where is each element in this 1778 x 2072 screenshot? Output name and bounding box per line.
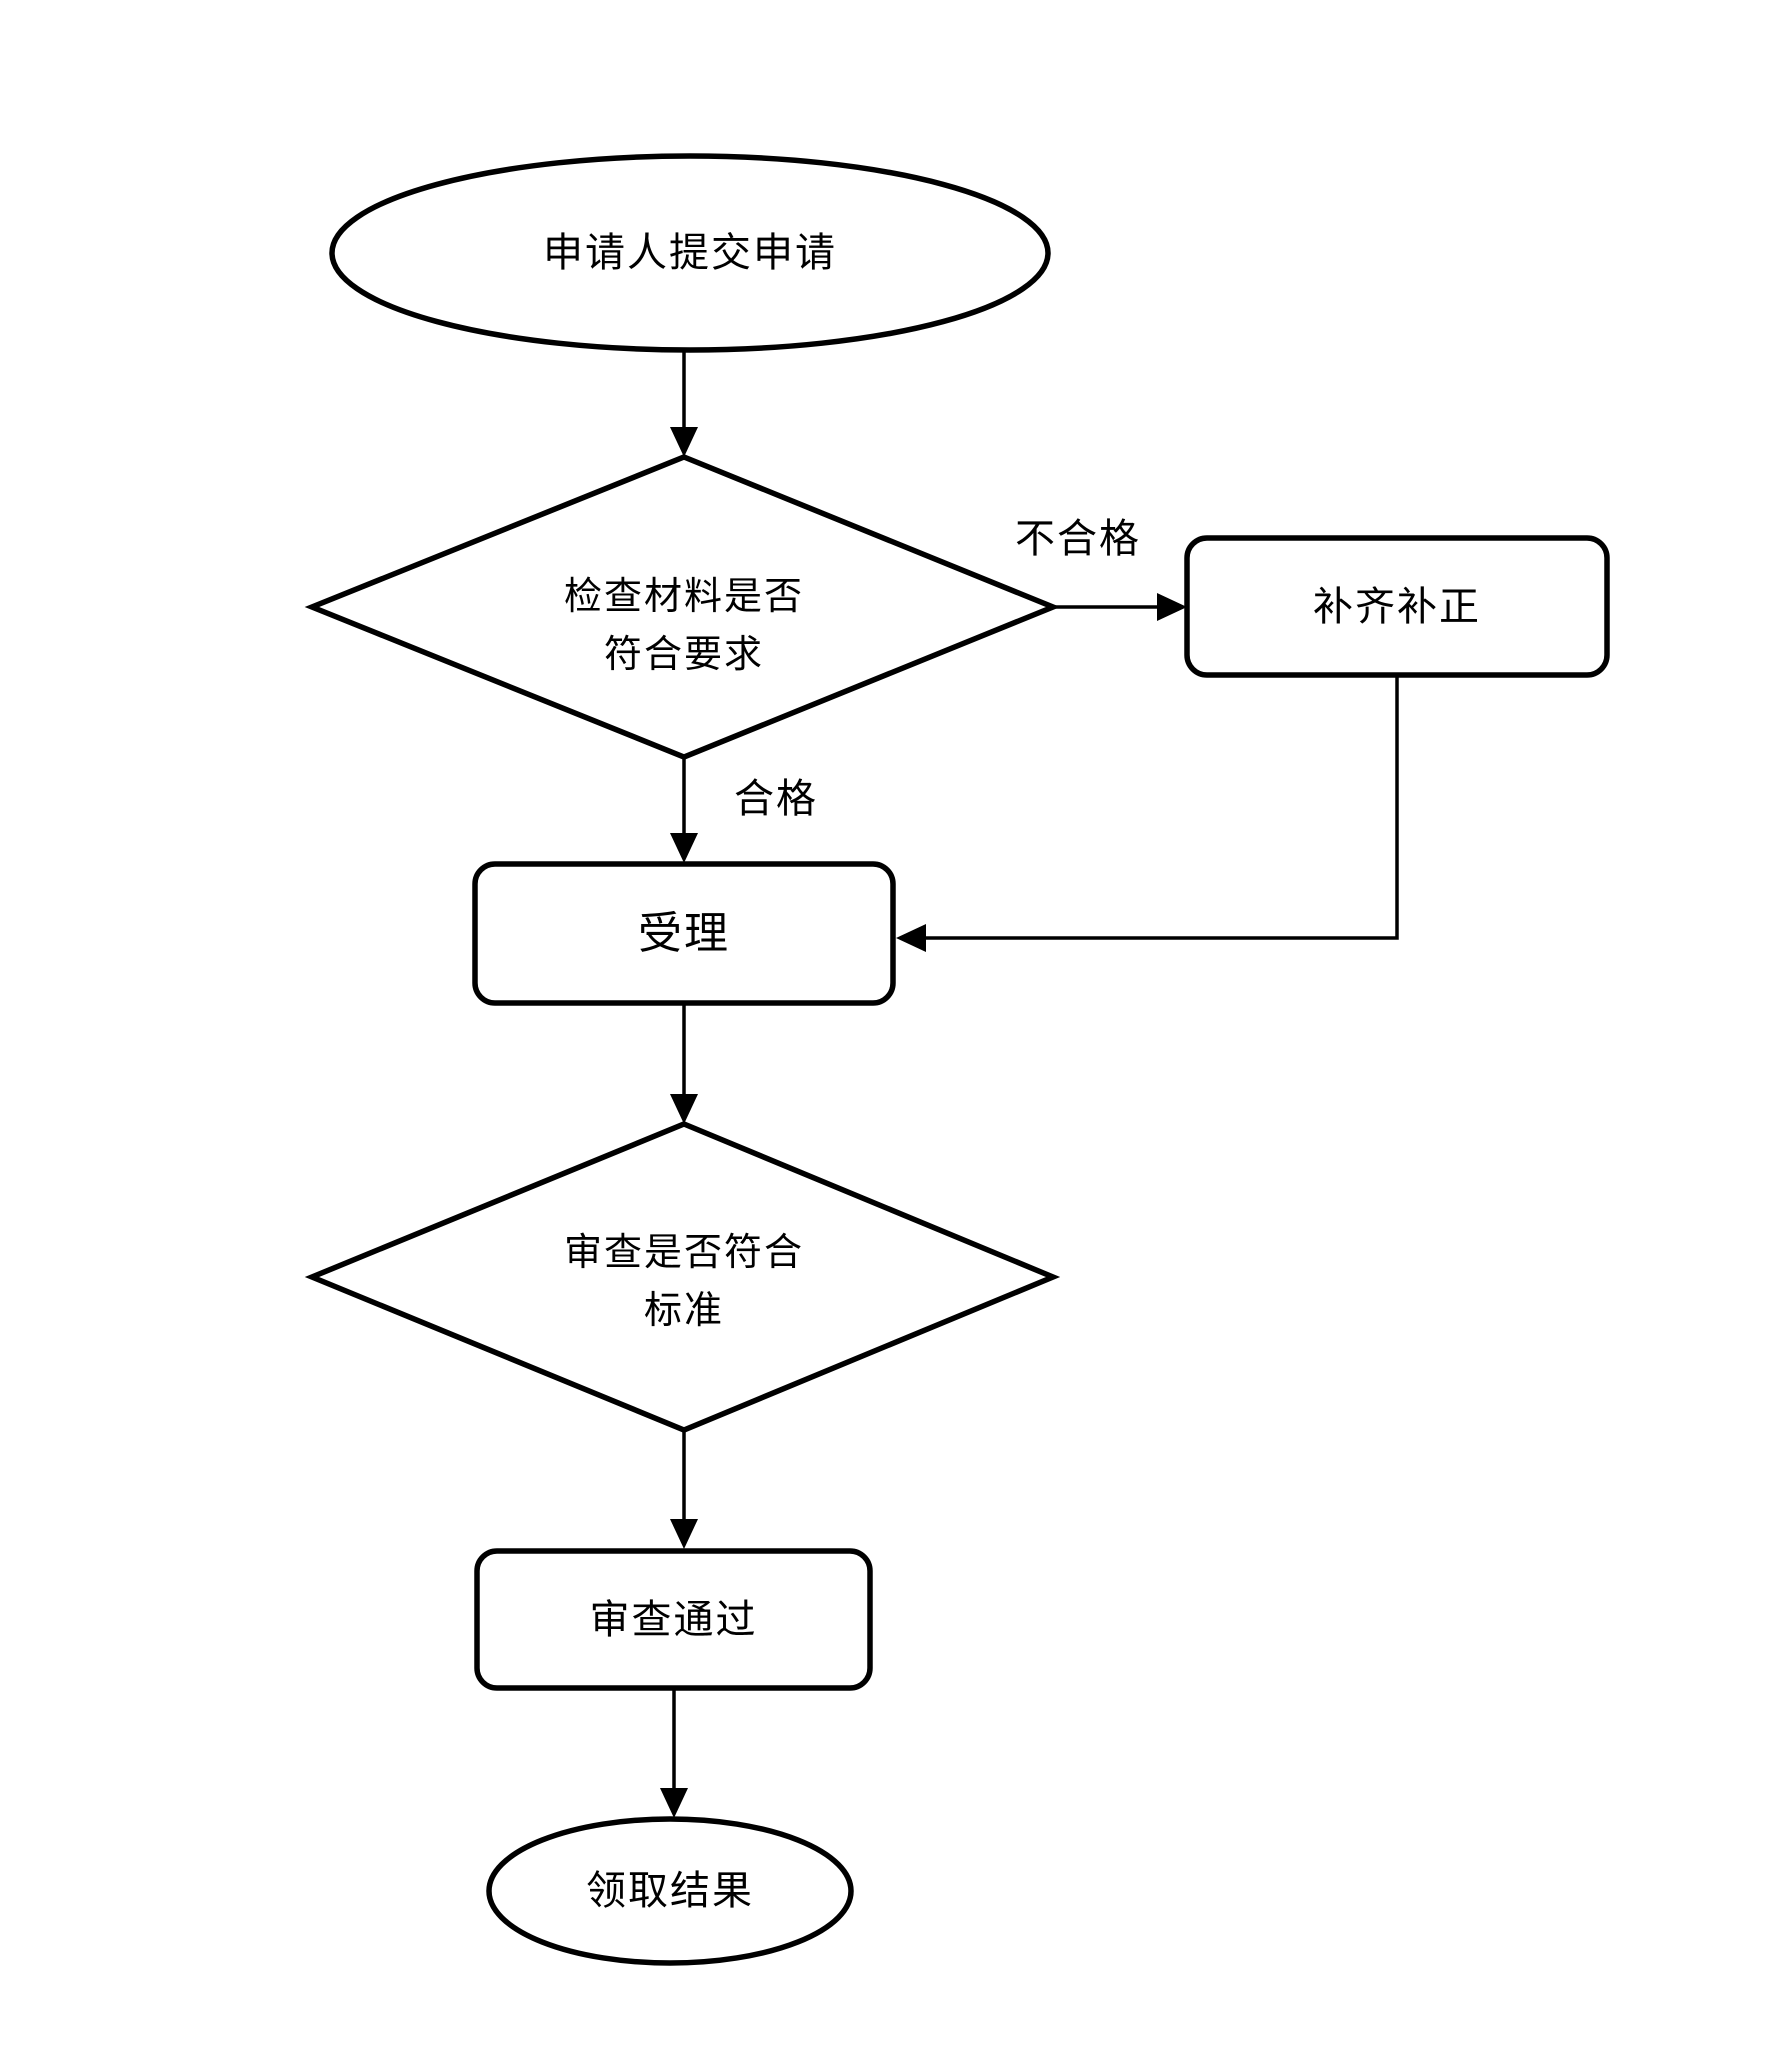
accept-label: 受理: [638, 908, 730, 958]
arrowhead-accept-right: [896, 924, 926, 952]
edge-label-unqualified: 不合格: [1015, 516, 1141, 561]
end-ellipse: [486, 1816, 854, 1966]
check-label: 检查材料是否 符合要求: [434, 566, 934, 686]
arrowhead-end-top: [660, 1788, 688, 1818]
review-label: 审查是否符合 标准: [434, 1222, 934, 1342]
review-label-line2: 标准: [643, 1290, 724, 1332]
arrowhead-pass-top: [670, 1519, 698, 1549]
pass-label: 审查通过: [589, 1596, 758, 1642]
arrowhead-check-top: [670, 427, 698, 457]
end-label: 领取结果: [586, 1868, 754, 1913]
edge-supplement-to-accept: [925, 675, 1399, 940]
check-label-line2: 符合要求: [603, 634, 764, 676]
arrowhead-review-top: [670, 1094, 698, 1124]
start-label: 申请人提交申请: [543, 230, 837, 275]
review-label-line1: 审查是否符合: [563, 1232, 804, 1274]
check-label-line1: 检查材料是否: [563, 576, 804, 618]
supplement-label: 补齐补正: [1313, 583, 1481, 629]
edge-label-qualified: 合格: [734, 776, 818, 821]
start-ellipse: [329, 153, 1051, 353]
arrowhead-supplement-left: [1157, 593, 1187, 621]
arrowhead-accept-top: [670, 833, 698, 863]
